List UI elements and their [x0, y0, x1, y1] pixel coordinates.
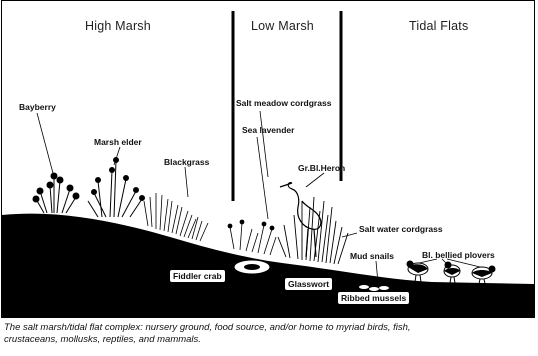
figure-caption: The salt marsh/tidal flat complex: nurse…: [4, 322, 534, 346]
label-fiddler-crab: Fiddler crab: [170, 270, 225, 282]
zone-label-tidal-flats: Tidal Flats: [409, 19, 468, 33]
label-mud-snails: Mud snails: [350, 251, 394, 261]
marsh-scene: [2, 1, 534, 317]
label-salt-meadow-cordgrass: Salt meadow cordgrass: [236, 98, 331, 108]
label-bayberry: Bayberry: [19, 102, 56, 112]
label-plovers: Bl. bellied plovers: [422, 250, 495, 260]
heron-figure: [280, 183, 321, 257]
label-sea-lavender: Sea lavender: [242, 125, 294, 135]
marsh-elder-shrub: [88, 158, 145, 218]
label-glasswort: Glasswort: [285, 278, 332, 290]
plover-bird: [472, 266, 495, 284]
zone-label-low-marsh: Low Marsh: [251, 19, 314, 33]
caption-line-1: The salt marsh/tidal flat complex: nurse…: [4, 322, 534, 334]
zone-label-high-marsh: High Marsh: [85, 19, 151, 33]
plover-bird: [444, 262, 460, 283]
cordgrass-clump: [278, 197, 348, 264]
diagram-frame: High Marsh Low Marsh Tidal Flats Bayberr…: [1, 0, 535, 318]
label-blackgrass: Blackgrass: [164, 157, 209, 167]
plover-birds: [407, 261, 495, 284]
label-heron: Gr.Bl.Heron: [298, 163, 345, 173]
bayberry-shrub: [33, 173, 79, 213]
low-marsh-shrubs: [228, 220, 276, 255]
label-marsh-elder: Marsh elder: [94, 137, 142, 147]
label-salt-water-cordgrass: Salt water cordgrass: [359, 224, 443, 234]
caption-line-2: crustaceans, mollusks, reptiles, and mam…: [4, 334, 534, 346]
label-ribbed-mussels: Ribbed mussels: [338, 292, 409, 304]
plover-bird: [407, 261, 428, 282]
